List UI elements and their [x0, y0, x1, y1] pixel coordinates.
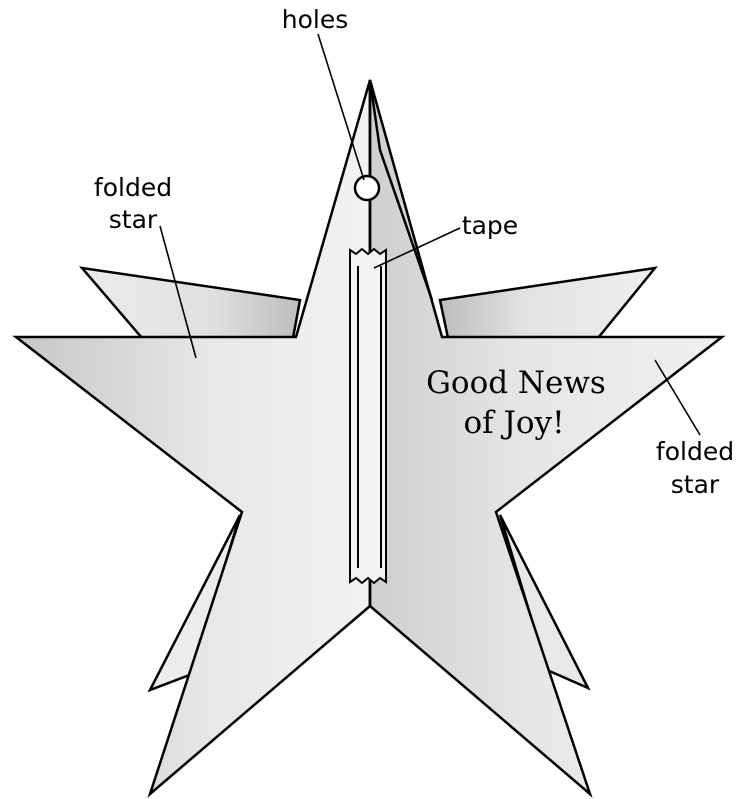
folded-star-right-label-line2: star: [671, 470, 720, 499]
folded-star-left-label-line2: star: [109, 205, 158, 234]
left-star-half: [16, 80, 370, 794]
tape-strip: [350, 249, 386, 583]
holes-leader: [318, 34, 364, 180]
message-line-1: Good News: [426, 365, 606, 401]
hole: [355, 176, 379, 200]
holes-label: holes: [282, 5, 349, 34]
message-line-2: of Joy!: [463, 405, 564, 441]
folded-star-right-label-line1: folded: [656, 437, 734, 466]
back-left-upper-arm: [82, 268, 300, 338]
back-right-upper-arm: [440, 268, 655, 338]
tape-label: tape: [462, 211, 518, 240]
folded-star-left-label-line1: folded: [94, 173, 172, 202]
